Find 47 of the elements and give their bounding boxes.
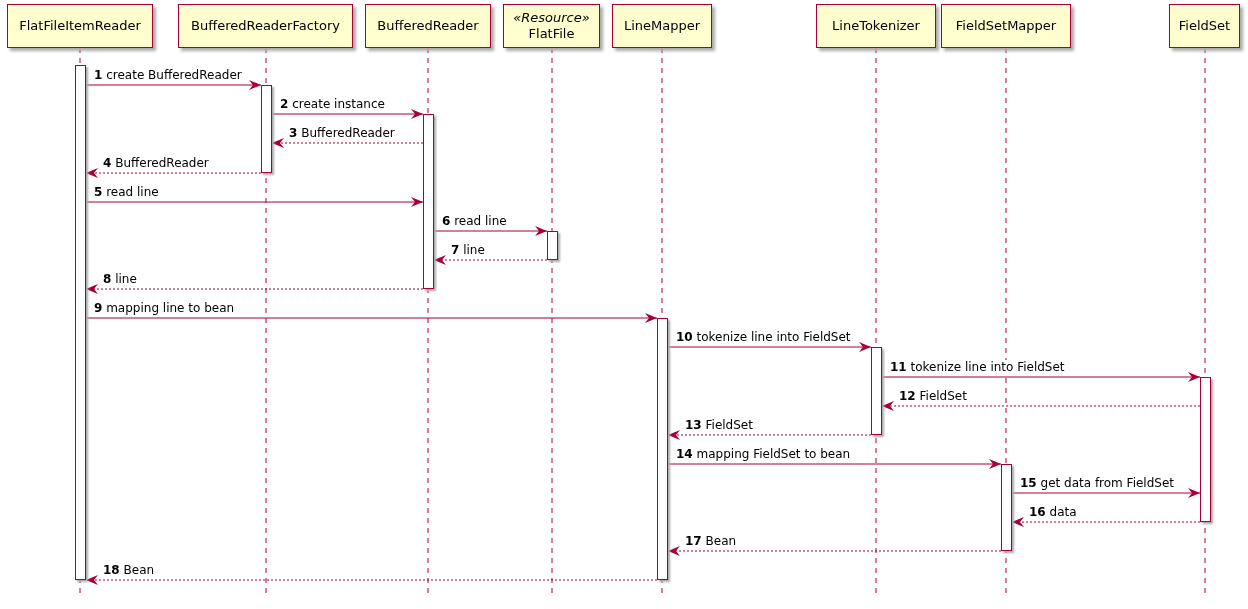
message-arrow <box>85 197 424 207</box>
message-arrow <box>85 80 262 90</box>
activation-bar <box>261 85 272 173</box>
return-arrow <box>667 546 1002 556</box>
message-label: 9 mapping line to bean <box>93 301 236 316</box>
stereotype-label: «Resource» <box>513 10 590 26</box>
message-arrow <box>433 226 548 236</box>
return-arrow <box>85 284 424 294</box>
participant-box <box>612 4 712 48</box>
activation-bar <box>657 318 668 580</box>
return-arrow <box>1011 517 1201 527</box>
return-arrow <box>881 401 1201 411</box>
participant-box <box>941 4 1071 48</box>
message-arrow <box>85 313 658 323</box>
activation-bar <box>1001 464 1012 551</box>
return-arrow <box>667 430 872 440</box>
message-arrow <box>667 342 872 352</box>
participant-name: FlatFile <box>528 26 575 42</box>
return-arrow <box>433 255 548 265</box>
participant-name: FlatFileItemReader <box>19 18 141 34</box>
message-arrow <box>881 372 1201 382</box>
participant-box <box>503 4 600 48</box>
message-arrow <box>271 109 424 119</box>
participant-name: LineMapper <box>623 18 701 34</box>
participant-box <box>1169 4 1240 48</box>
participant-box <box>178 4 353 48</box>
message-label: 15 get data from FieldSet <box>1019 476 1176 491</box>
return-arrow <box>85 575 658 585</box>
activation-bar <box>871 347 882 435</box>
participant-name: FieldSetMapper <box>955 18 1057 34</box>
activation-bar <box>1200 377 1211 522</box>
participant-box <box>816 4 936 48</box>
participant-name: LineTokenizer <box>832 18 920 34</box>
activation-bar <box>547 231 558 260</box>
message-label: 14 mapping FieldSet to bean <box>675 447 852 462</box>
participant-name: FieldSet <box>1178 18 1231 34</box>
return-arrow <box>85 168 262 178</box>
participant-name: BufferedReader <box>377 18 479 34</box>
message-arrow <box>1011 488 1201 498</box>
participant-name: BufferedReaderFactory <box>191 18 340 34</box>
message-label: 11 tokenize line into FieldSet <box>889 360 1066 375</box>
activation-bar <box>75 65 86 580</box>
participant-box <box>7 4 153 48</box>
return-arrow <box>271 138 424 148</box>
participant-box <box>365 4 491 48</box>
message-arrow <box>667 459 1002 469</box>
activation-bar <box>423 114 434 289</box>
